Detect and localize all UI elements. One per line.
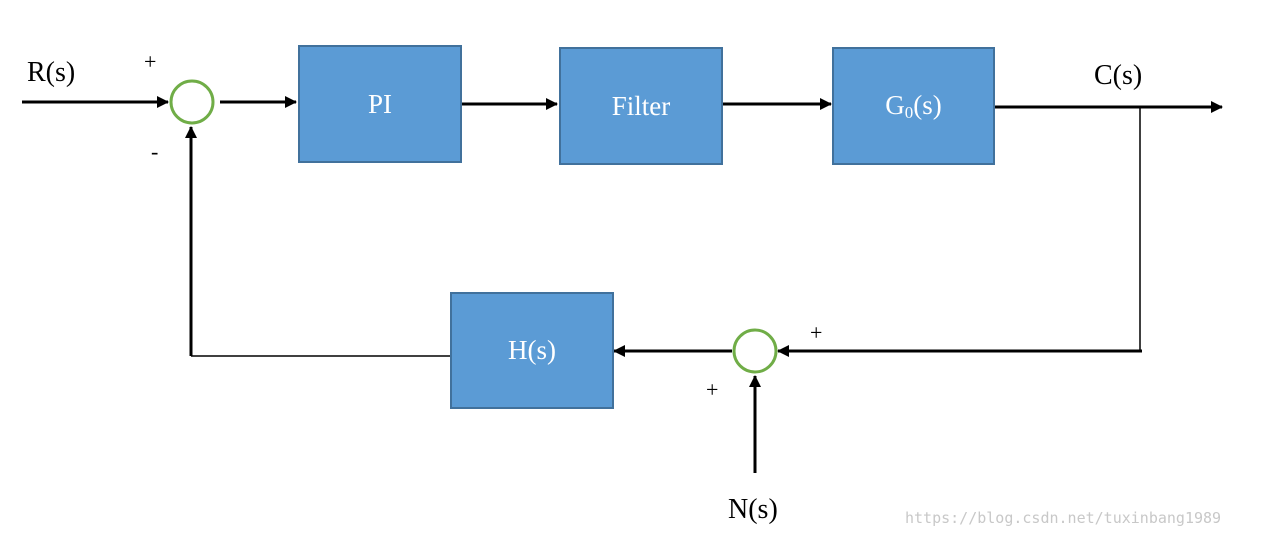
- filter-block: Filter: [559, 47, 723, 165]
- pi-controller-label: PI: [367, 88, 392, 119]
- watermark: https://blog.csdn.net/tuxinbang1989: [905, 509, 1222, 527]
- summing-junction-2: [732, 328, 778, 374]
- plant-block: G0(s): [832, 47, 995, 165]
- summing-junction-1: [169, 79, 215, 125]
- sum1-minus-sign: -: [151, 139, 159, 164]
- sum1-plus-sign: +: [144, 49, 157, 74]
- sum2-plus-bottom-sign: +: [706, 377, 719, 402]
- feedback-label: H(s): [508, 335, 556, 365]
- reference-signal-label: R(s): [27, 57, 76, 88]
- noise-signal-label: N(s): [728, 494, 778, 525]
- pi-controller-block: PI: [298, 45, 462, 163]
- filter-label: Filter: [611, 90, 671, 121]
- output-signal-label: C(s): [1094, 60, 1143, 91]
- sum2-plus-right-sign: +: [810, 320, 823, 345]
- plant-label: G0(s): [885, 89, 942, 122]
- feedback-block: H(s): [450, 292, 614, 409]
